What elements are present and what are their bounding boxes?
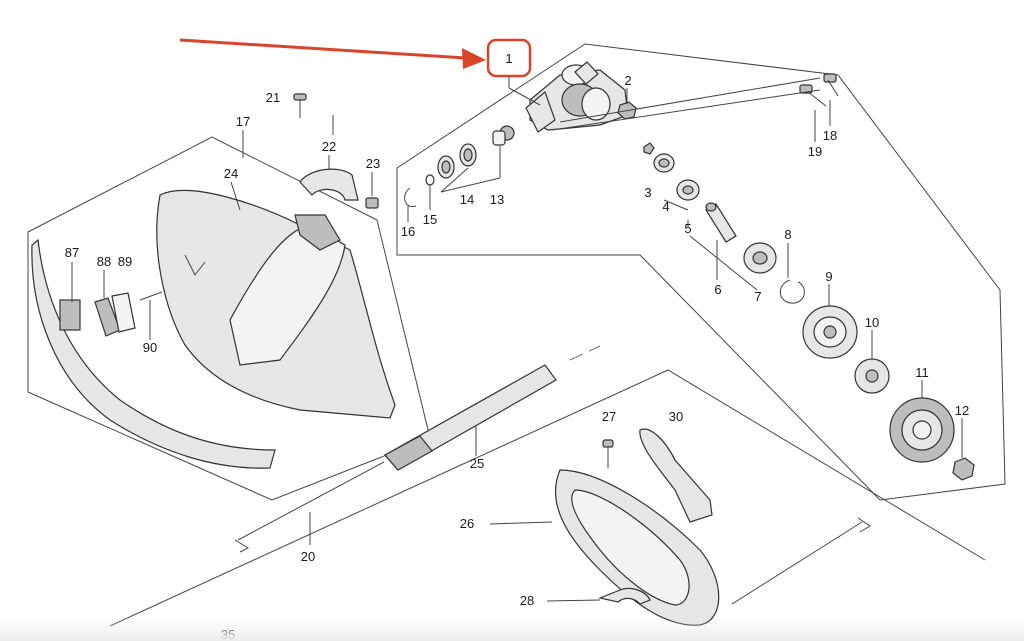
pointer-arrow-head bbox=[462, 48, 486, 69]
guard-part-24 bbox=[156, 189, 396, 419]
clamp-part-28 bbox=[597, 587, 651, 605]
callout-24: 24 bbox=[224, 166, 238, 181]
bolt-part-18 bbox=[823, 73, 839, 97]
callout-90: 90 bbox=[143, 340, 157, 355]
callout-22: 22 bbox=[322, 139, 336, 154]
dashed-guideline bbox=[569, 345, 601, 361]
gear-part-9 bbox=[802, 305, 858, 359]
callout-21: 21 bbox=[266, 90, 280, 105]
callout-16: 16 bbox=[401, 224, 415, 239]
callout-17: 17 bbox=[236, 114, 250, 129]
callout-5: 5 bbox=[684, 221, 691, 236]
callout-27: 27 bbox=[602, 409, 616, 424]
handle-frame bbox=[109, 369, 986, 627]
callout-4: 4 bbox=[662, 199, 669, 214]
washer-part-3 bbox=[643, 142, 655, 155]
circlip-part-8 bbox=[780, 279, 805, 304]
callout-1: 1 bbox=[505, 51, 512, 66]
bottom-fade bbox=[0, 619, 1024, 641]
screw-part-90 bbox=[139, 291, 163, 301]
rod-part-right bbox=[731, 517, 871, 605]
bearing-part-4 bbox=[653, 153, 675, 173]
bolt-part-19 bbox=[799, 84, 827, 107]
callout-13: 13 bbox=[490, 192, 504, 207]
callout-88: 88 bbox=[97, 254, 111, 269]
nut-part-12 bbox=[952, 457, 975, 481]
screw-part-21 bbox=[293, 93, 307, 118]
callout-12: 12 bbox=[955, 403, 969, 418]
callout-89: 89 bbox=[118, 254, 132, 269]
bearing-part-7 bbox=[743, 242, 777, 274]
bearing-part-14a bbox=[459, 143, 477, 167]
callout-20: 20 bbox=[301, 549, 315, 564]
lever-part-30 bbox=[639, 428, 713, 523]
washer-part-10 bbox=[854, 358, 890, 394]
callout-28: 28 bbox=[520, 593, 534, 608]
callout-19: 19 bbox=[808, 144, 822, 159]
spindle-part-6 bbox=[705, 202, 737, 243]
callout-87: 87 bbox=[65, 245, 79, 260]
bolt-part-27 bbox=[602, 439, 614, 468]
shaft-part-13 bbox=[492, 125, 515, 146]
screw-part-23 bbox=[365, 197, 379, 209]
callout-15: 15 bbox=[423, 212, 437, 227]
callout-labels: 1 2 3 4 5 6 7 8 9 10 11 12 13 14 15 16 1… bbox=[65, 51, 969, 641]
shaft-part-25 bbox=[384, 364, 557, 471]
pointer-arrow-line bbox=[179, 38, 467, 60]
callout-8: 8 bbox=[784, 227, 791, 242]
bearing-part-5 bbox=[676, 179, 700, 201]
ring-part-15 bbox=[425, 174, 435, 186]
leader-lines bbox=[71, 76, 963, 602]
holder-part-11 bbox=[889, 397, 955, 463]
plate-part-89 bbox=[111, 292, 136, 333]
callout-18: 18 bbox=[823, 128, 837, 143]
leader-head-bolt-2 bbox=[559, 77, 821, 123]
callout-3: 3 bbox=[644, 185, 651, 200]
bearing-part-14b bbox=[437, 155, 455, 179]
callout-10: 10 bbox=[865, 315, 879, 330]
callout-30: 30 bbox=[669, 409, 683, 424]
callout-23: 23 bbox=[366, 156, 380, 171]
callout-25: 25 bbox=[470, 456, 484, 471]
leader-head-bolt bbox=[551, 89, 821, 131]
callout-2: 2 bbox=[624, 73, 631, 88]
callout-6: 6 bbox=[714, 282, 721, 297]
gear-head-part bbox=[525, 61, 629, 133]
callout-11: 11 bbox=[915, 365, 929, 380]
gear-head-frame bbox=[396, 43, 1006, 501]
rod-part-20 bbox=[234, 461, 385, 553]
callout-9: 9 bbox=[825, 269, 832, 284]
callout-7: 7 bbox=[754, 289, 761, 304]
callout-26: 26 bbox=[460, 516, 474, 531]
clip-part-16 bbox=[404, 187, 417, 208]
clamp-part-22 bbox=[299, 168, 359, 201]
cover-part-87 bbox=[31, 238, 276, 469]
callout-14: 14 bbox=[460, 192, 474, 207]
